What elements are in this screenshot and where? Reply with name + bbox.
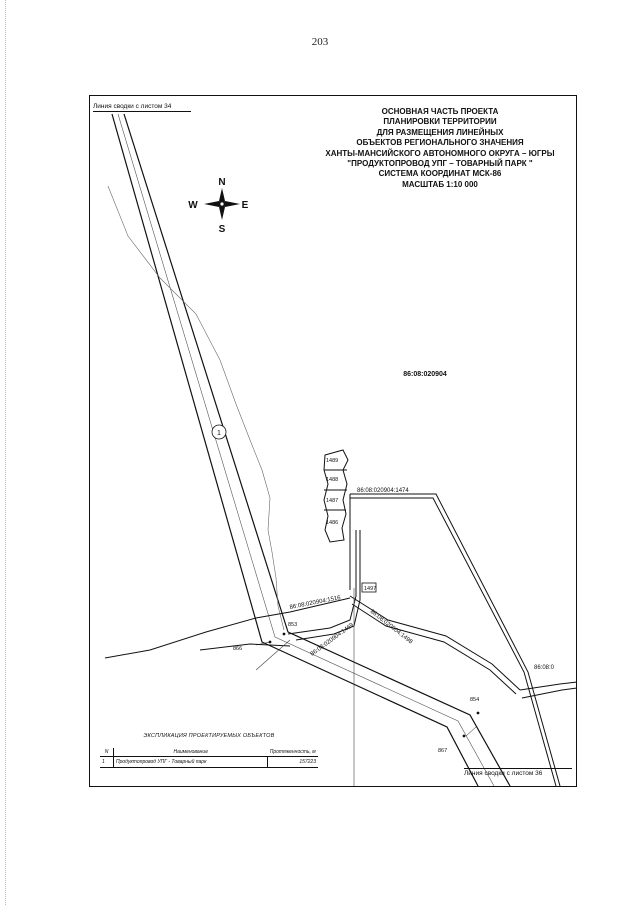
title-line: ОСНОВНАЯ ЧАСТЬ ПРОЕКТА [381, 107, 499, 116]
parcel-1516: 86:08:020904:1516 [289, 595, 342, 611]
object-marker-label: 1 [217, 430, 221, 437]
row-name: Продуктопровод УПГ - Товарный парк [113, 756, 268, 768]
title-line: ОБЪЕКТОВ РЕГИОНАЛЬНОГО ЗНАЧЕНИЯ [356, 138, 524, 148]
explication-block: ЭКСПЛИКАЦИЯ ПРОЕКТИРУЕМЫХ ОБЪЕКТОВ N Наи… [100, 733, 318, 768]
parcel-1498: 86:08:020904:1498 [369, 609, 414, 646]
plot-1497-box [361, 582, 377, 593]
allotment-plots [323, 449, 349, 543]
header-name: Наименование [113, 748, 268, 757]
road-1498-b [351, 603, 517, 695]
compass-w: W [188, 200, 198, 211]
title-line: ХАНТЫ-МАНСИЙСКОГО АВТОНОМНОГО ОКРУГА – Ю… [325, 148, 555, 158]
sheet-link-bottom: Линия сводки с листом 36 [464, 768, 572, 777]
corridor-left-edge [111, 113, 479, 787]
title-line: МАСШТАБ 1:10 000 [402, 179, 478, 189]
lot-1488: 1488 [326, 477, 338, 483]
title-line: СИСТЕМА КООРДИНАТ МСК-86 [378, 169, 502, 179]
header-length: Протяженность, м [267, 748, 318, 757]
road-west-2 [199, 643, 291, 651]
page-number: 203 [311, 36, 329, 48]
road-1469-a [287, 530, 357, 635]
scan-margin [5, 0, 7, 905]
parcel-1474: 86:08:020904:1474 [357, 488, 409, 494]
road-1474-a [350, 493, 561, 787]
pipeline-axis [117, 113, 495, 787]
title-block: ОСНОВНАЯ ЧАСТЬ ПРОЕКТА ПЛАНИРОВКИ ТЕРРИТ… [290, 107, 590, 190]
map-frame [89, 95, 577, 787]
parcel-edge: 86:08:0 [534, 665, 555, 671]
table-row: 1 Продуктопровод УПГ - Товарный парк 157… [100, 756, 318, 768]
quarter-label: 86:08:020904 [403, 371, 447, 378]
compass-s: S [219, 224, 226, 235]
header-num: N [100, 748, 114, 757]
corridor-right-edge [123, 113, 511, 787]
explication-table: N Наименование Протяженность, м 1 Продук… [100, 748, 318, 768]
title-line: ПЛАНИРОВКИ ТЕРРИТОРИИ [383, 117, 497, 127]
object-marker-circle [211, 424, 227, 440]
road-west [104, 597, 351, 659]
sheet-link-top: Линия сводки с листом 34 [93, 103, 191, 112]
road-east-edge [519, 681, 578, 691]
table-header-row: N Наименование Протяженность, м [100, 748, 318, 757]
compass-rose [204, 188, 240, 220]
parcel-lines [104, 493, 578, 787]
lot-1486: 1486 [326, 520, 338, 526]
road-1474-b [350, 497, 557, 787]
lot-1497: 1497 [364, 586, 376, 592]
turning-point-markers [268, 632, 480, 738]
lot-1487: 1487 [326, 498, 338, 504]
point-866: 866 [233, 646, 242, 652]
compass-n: N [218, 177, 225, 188]
point-854: 854 [470, 697, 479, 703]
point-853: 853 [288, 622, 297, 628]
road-1498-a [349, 595, 521, 691]
title-line: "ПРОДУКТОПРОВОД УПГ – ТОВАРНЫЙ ПАРК " [347, 159, 533, 169]
title-line: ДЛЯ РАЗМЕЩЕНИЯ ЛИНЕЙНЫХ [376, 127, 504, 137]
point-867: 867 [438, 748, 447, 754]
row-num: 1 [100, 756, 114, 768]
lot-1489: 1489 [326, 458, 338, 464]
compass-e: E [242, 200, 249, 211]
row-length: 157223 [267, 756, 318, 768]
explication-title: ЭКСПЛИКАЦИЯ ПРОЕКТИРУЕМЫХ ОБЪЕКТОВ [143, 733, 275, 739]
terrain-line [107, 185, 285, 631]
plot-cluster [323, 449, 349, 543]
pipeline-corridor [111, 113, 511, 787]
